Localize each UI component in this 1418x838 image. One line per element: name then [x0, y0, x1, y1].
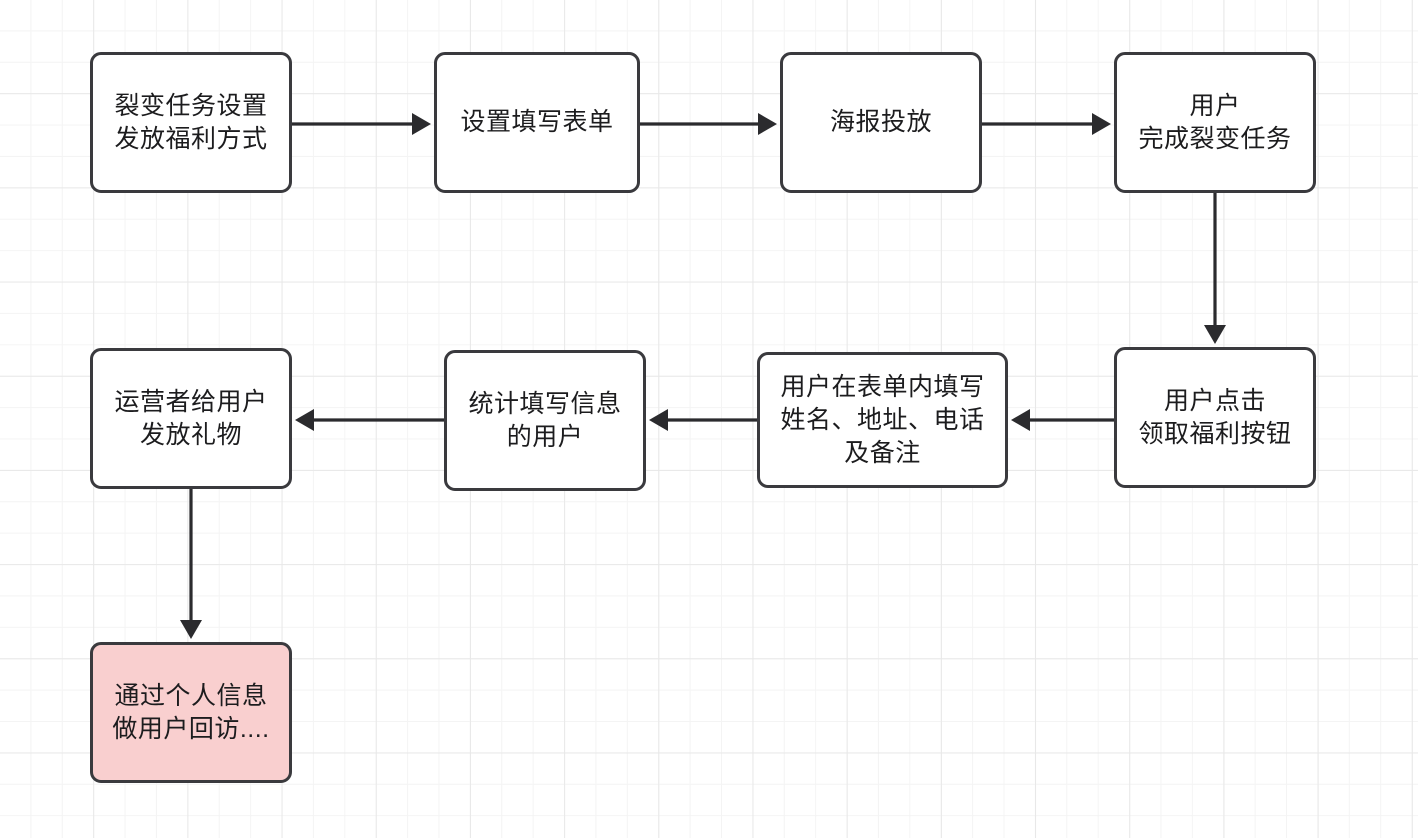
arrowhead-icon	[412, 113, 431, 135]
flow-edge-e6	[649, 409, 757, 431]
arrowhead-icon	[758, 113, 777, 135]
arrowhead-icon	[1092, 113, 1111, 135]
flow-node-n2[interactable]: 设置填写表单	[434, 52, 640, 193]
flow-edge-e1	[292, 113, 431, 135]
arrowhead-icon	[1204, 325, 1226, 344]
flow-node-n7[interactable]: 统计填写信息 的用户	[444, 350, 646, 491]
flow-node-n6[interactable]: 用户在表单内填写 姓名、地址、电话 及备注	[757, 352, 1008, 488]
flow-edge-e7	[295, 409, 444, 431]
flow-node-n4[interactable]: 用户 完成裂变任务	[1114, 52, 1316, 193]
flow-node-n9[interactable]: 通过个人信息 做用户回访....	[90, 642, 292, 783]
flow-edge-e4	[1204, 193, 1226, 344]
arrowhead-icon	[649, 409, 668, 431]
flow-node-n5[interactable]: 用户点击 领取福利按钮	[1114, 347, 1316, 488]
flow-edge-e3	[982, 113, 1111, 135]
flow-node-n8[interactable]: 运营者给用户 发放礼物	[90, 348, 292, 489]
flow-node-n3[interactable]: 海报投放	[780, 52, 982, 193]
arrowhead-icon	[1011, 409, 1030, 431]
flow-edge-e8	[180, 489, 202, 639]
arrowhead-icon	[180, 620, 202, 639]
flow-node-n1[interactable]: 裂变任务设置 发放福利方式	[90, 52, 292, 193]
flow-edge-e5	[1011, 409, 1114, 431]
arrowhead-icon	[295, 409, 314, 431]
flow-edge-e2	[640, 113, 777, 135]
